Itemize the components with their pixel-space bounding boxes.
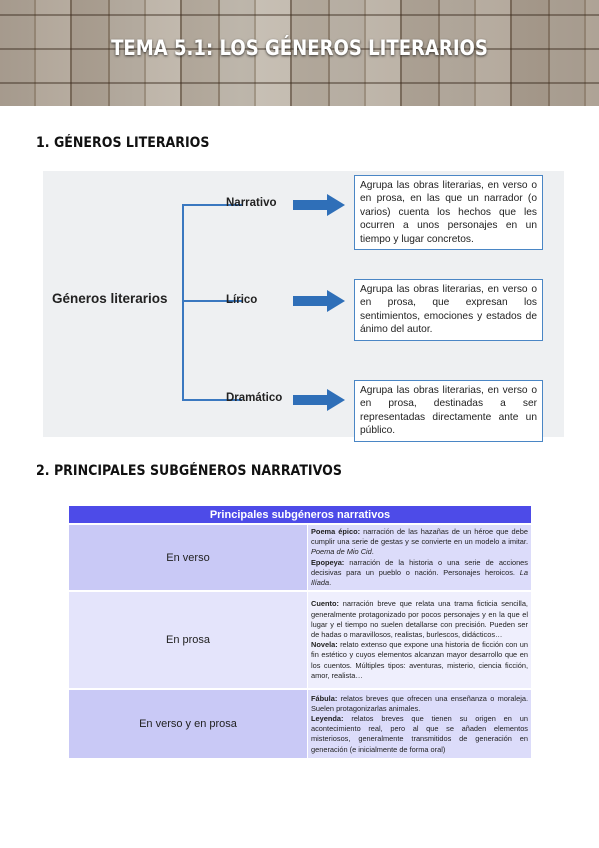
diagram-root-label: Géneros literarios	[52, 291, 168, 306]
table-header: Principales subgéneros narrativos	[69, 506, 531, 525]
section-heading-subgeneros: 2. PRINCIPALES SUBGÉNEROS NARRATIVOS	[36, 463, 342, 479]
arrow-right-icon	[293, 194, 345, 216]
table-row: En verso Poema épico: narración de las h…	[69, 524, 531, 593]
description-cell: Cuento: narración breve que relata una t…	[307, 591, 531, 691]
definition-box-narrativo: Agrupa las obras literarias, en verso o …	[354, 175, 543, 251]
definition-box-dramatico: Agrupa las obras literarias, en verso o …	[354, 380, 543, 442]
category-cell: En prosa	[69, 591, 308, 691]
subgenres-table: Principales subgéneros narrativos En ver…	[69, 506, 531, 761]
branch-line	[182, 300, 242, 302]
table-row: En verso y en prosa Fábula: relatos brev…	[69, 689, 531, 761]
table-row: En prosa Cuento: narración breve que rel…	[69, 591, 531, 691]
bracket-line	[182, 204, 184, 400]
arrow-right-icon	[293, 290, 345, 312]
branch-line	[182, 204, 242, 206]
branch-line	[182, 399, 242, 401]
section-heading-generos: 1. GÉNEROS LITERARIOS	[36, 135, 210, 151]
arrow-right-icon	[293, 389, 345, 411]
description-cell: Poema épico: narración de las hazañas de…	[307, 524, 531, 593]
description-cell: Fábula: relatos breves que ofrecen una e…	[307, 689, 531, 761]
page-title: TEMA 5.1: LOS GÉNEROS LITERARIOS	[111, 36, 488, 60]
branch-label-dramatico: Dramático	[226, 392, 283, 404]
category-cell: En verso y en prosa	[69, 689, 308, 761]
category-cell: En verso	[69, 524, 308, 593]
definition-box-lirico: Agrupa las obras literarias, en verso o …	[354, 279, 543, 341]
genres-diagram: Géneros literarios Narrativo Lírico Dram…	[43, 171, 564, 442]
header-banner: TEMA 5.1: LOS GÉNEROS LITERARIOS	[0, 0, 599, 106]
branch-label-narrativo: Narrativo	[226, 197, 277, 209]
branch-label-lirico: Lírico	[226, 294, 258, 306]
